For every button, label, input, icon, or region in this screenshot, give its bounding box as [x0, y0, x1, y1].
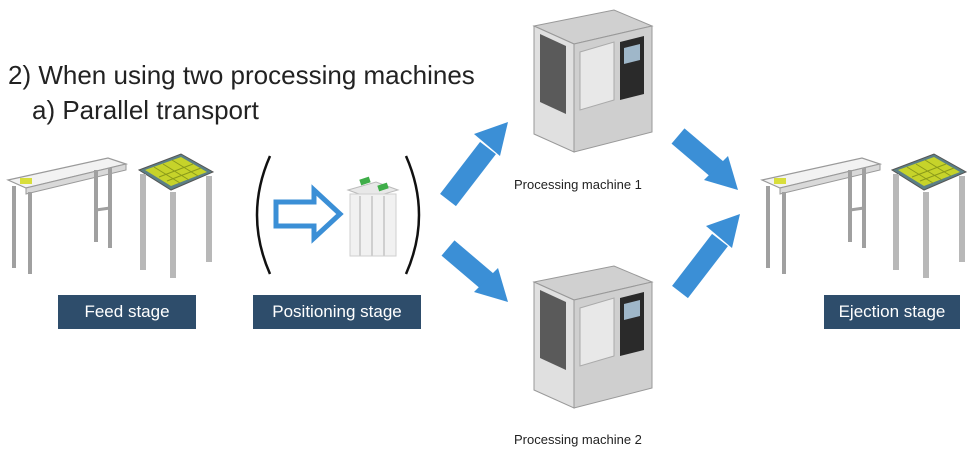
- machine-1-caption: Processing machine 1: [514, 177, 642, 192]
- right-bracket: [404, 155, 421, 275]
- ejection-table-illustration: [890, 153, 968, 278]
- arrow-from-machine1: [671, 128, 725, 178]
- arrow-to-machine1: [440, 141, 496, 207]
- feed-table-illustration: [137, 153, 215, 278]
- left-bracket: [255, 155, 272, 275]
- section-heading: 2) When using two processing machines: [8, 60, 475, 90]
- hollow-arrow-icon: [273, 184, 344, 244]
- machine-2-caption: Processing machine 2: [514, 432, 642, 447]
- feed-stage-label: Feed stage: [58, 295, 196, 329]
- arrow-to-machine2: [441, 240, 495, 290]
- processing-machine-2-illustration: [532, 265, 654, 409]
- arrow-from-machine2: [672, 233, 728, 299]
- feed-conveyor-illustration: [6, 157, 129, 274]
- positioning-stage-label: Positioning stage: [253, 295, 421, 329]
- positioning-illustration: [255, 155, 421, 275]
- processing-machine-1-illustration: [532, 9, 654, 153]
- ejection-stage-label: Ejection stage: [824, 295, 960, 329]
- ejection-conveyor-illustration: [760, 157, 883, 274]
- section-subheading: a) Parallel transport: [32, 95, 259, 125]
